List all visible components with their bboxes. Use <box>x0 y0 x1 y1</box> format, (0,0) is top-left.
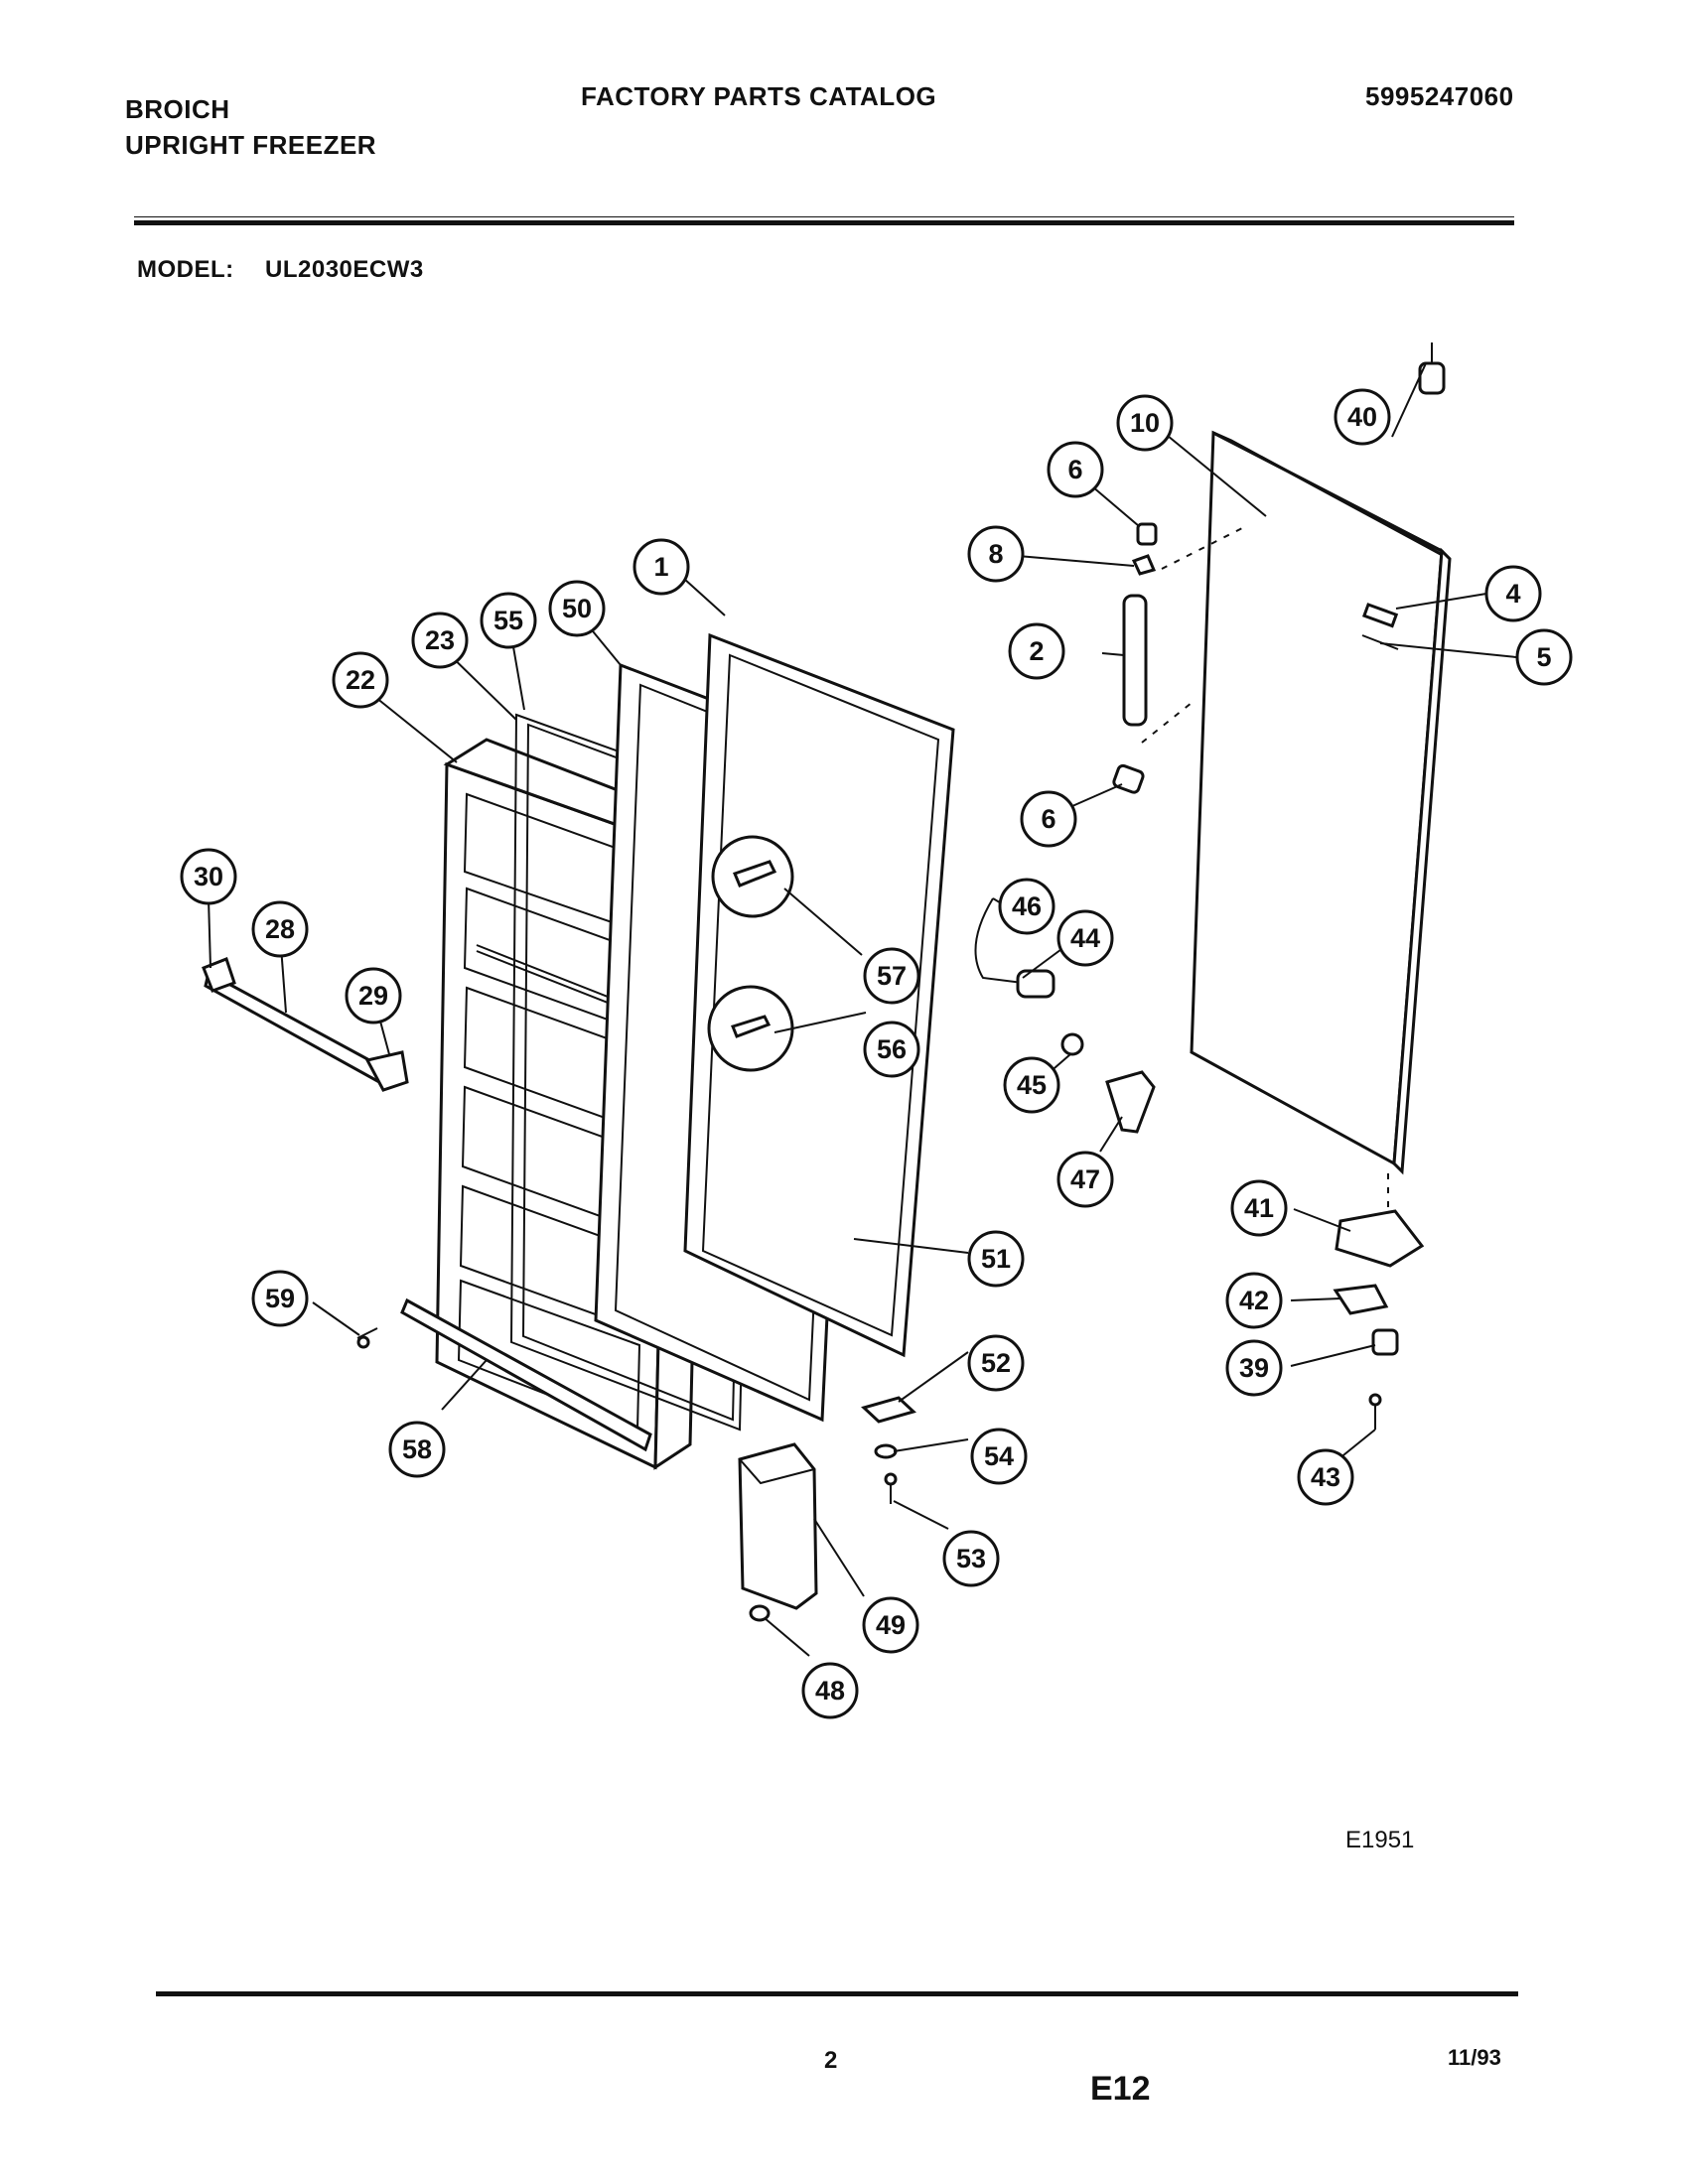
model-label: MODEL: <box>137 256 234 283</box>
callout-29: 29 <box>345 967 402 1024</box>
svg-text:2: 2 <box>1029 636 1044 666</box>
header-rule <box>134 220 1514 225</box>
callout-23: 23 <box>411 612 469 669</box>
svg-text:43: 43 <box>1311 1462 1340 1492</box>
callout-28: 28 <box>251 900 309 958</box>
callout-6-lower: 6 <box>1020 790 1077 848</box>
callout-5: 5 <box>1515 628 1573 686</box>
svg-text:55: 55 <box>493 606 523 635</box>
svg-text:10: 10 <box>1130 408 1160 438</box>
inner-door-liner <box>400 632 955 1470</box>
callout-56: 56 <box>863 1021 920 1078</box>
svg-text:46: 46 <box>1012 891 1042 921</box>
svg-text:57: 57 <box>877 961 907 991</box>
svg-text:6: 6 <box>1041 804 1055 834</box>
callout-58: 58 <box>388 1421 446 1478</box>
callout-59: 59 <box>251 1270 309 1327</box>
svg-text:48: 48 <box>815 1676 845 1706</box>
svg-text:23: 23 <box>425 625 455 655</box>
catalog-title: FACTORY PARTS CATALOG <box>581 81 937 111</box>
hardware-parts <box>356 342 1446 1622</box>
brand-block: BROICH UPRIGHT FREEZER <box>125 91 376 163</box>
callout-4: 4 <box>1484 565 1542 622</box>
callout-42: 42 <box>1225 1272 1283 1329</box>
svg-text:1: 1 <box>653 552 668 582</box>
svg-text:54: 54 <box>984 1441 1014 1471</box>
callout-47: 47 <box>1056 1151 1114 1208</box>
svg-text:56: 56 <box>877 1034 907 1064</box>
svg-text:5: 5 <box>1536 642 1551 672</box>
svg-text:59: 59 <box>265 1284 295 1313</box>
page-number: 2 <box>824 2047 838 2074</box>
svg-text:53: 53 <box>956 1544 986 1573</box>
callout-10: 10 <box>1116 394 1174 452</box>
callout-49: 49 <box>862 1596 919 1654</box>
svg-text:29: 29 <box>358 981 388 1011</box>
callout-1: 1 <box>633 538 690 596</box>
svg-text:41: 41 <box>1244 1193 1274 1223</box>
svg-text:30: 30 <box>194 862 223 891</box>
figure-id: E1951 <box>1345 1827 1415 1853</box>
callout-53: 53 <box>942 1530 1000 1587</box>
svg-text:42: 42 <box>1239 1286 1269 1315</box>
callout-43: 43 <box>1297 1448 1354 1506</box>
svg-text:40: 40 <box>1347 402 1377 432</box>
outer-door-panel <box>1190 430 1452 1175</box>
svg-text:51: 51 <box>981 1244 1011 1274</box>
callout-8: 8 <box>967 525 1025 583</box>
catalog-number: 5995247060 <box>1365 81 1514 111</box>
callout-50: 50 <box>548 580 606 637</box>
callout-57: 57 <box>863 947 920 1005</box>
callout-45: 45 <box>1003 1056 1060 1114</box>
svg-text:45: 45 <box>1017 1070 1047 1100</box>
svg-text:6: 6 <box>1067 455 1082 484</box>
svg-text:58: 58 <box>402 1434 432 1464</box>
callout-39: 39 <box>1225 1339 1283 1397</box>
callout-30: 30 <box>180 848 237 905</box>
footer-rule <box>156 1991 1518 1996</box>
svg-text:50: 50 <box>562 594 592 623</box>
svg-text:49: 49 <box>876 1610 906 1640</box>
callout-22: 22 <box>332 651 389 709</box>
callout-40: 40 <box>1334 388 1391 446</box>
svg-text:4: 4 <box>1505 579 1520 609</box>
header-rule-thin <box>134 216 1514 217</box>
callout-48: 48 <box>801 1662 859 1719</box>
callout-41: 41 <box>1230 1179 1288 1237</box>
svg-text:39: 39 <box>1239 1353 1269 1383</box>
callout-52: 52 <box>967 1334 1025 1392</box>
revision-date: 11/93 <box>1448 2045 1501 2070</box>
svg-text:47: 47 <box>1070 1164 1100 1194</box>
callout-54: 54 <box>970 1428 1028 1485</box>
svg-text:28: 28 <box>265 914 295 944</box>
section-code: E12 <box>1090 2070 1151 2108</box>
callout-51: 51 <box>967 1230 1025 1288</box>
callout-46: 46 <box>998 878 1055 935</box>
svg-text:22: 22 <box>346 665 375 695</box>
svg-text:8: 8 <box>988 539 1003 569</box>
shelf-rail <box>202 957 409 1092</box>
callout-55: 55 <box>480 592 537 649</box>
svg-text:44: 44 <box>1070 923 1100 953</box>
model-value: UL2030ECW3 <box>265 256 424 283</box>
brand-name: BROICH <box>125 94 230 124</box>
callout-44: 44 <box>1056 909 1114 967</box>
callout-2: 2 <box>1008 622 1065 680</box>
svg-text:52: 52 <box>981 1348 1011 1378</box>
callout-6-upper: 6 <box>1047 441 1104 498</box>
product-type: UPRIGHT FREEZER <box>125 130 377 160</box>
